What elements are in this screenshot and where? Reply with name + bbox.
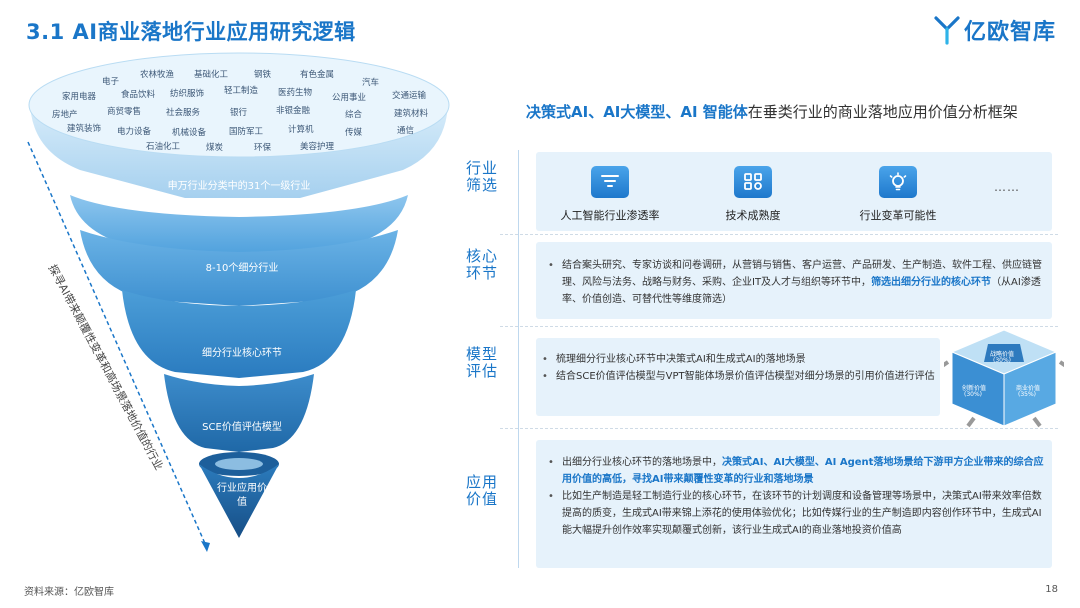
funnel-diagram: [27, 52, 450, 552]
industry-label: 电力设备: [117, 127, 152, 137]
funnel-layer-label: 8-10个细分行业: [205, 263, 279, 274]
model-bullets: 梳理细分行业核心环节中决策式AI和生成式AI的落地场景 结合SCE价值评估模型与…: [540, 351, 936, 385]
application-bullet: 比如生产制造是轻工制造行业的核心环节，在该环节的计划调度和设备管理等场景中，决策…: [546, 488, 1046, 539]
industry-label: 钢铁: [254, 70, 272, 80]
logo: 亿欧智库: [934, 14, 1056, 46]
industry-label: 机械设备: [172, 128, 207, 138]
industry-label: 综合: [345, 110, 363, 120]
industry-label: 煤炭: [206, 143, 224, 153]
section-divider: [500, 428, 1058, 429]
step-label-screening: 行业筛选: [466, 159, 499, 194]
industry-label: 传媒: [345, 128, 363, 138]
core-text: 结合案头研究、专家访谈和问卷调研，从营销与销售、客户运营、产品研发、生产制造、软…: [562, 260, 1042, 288]
cube-top-pct: (30%): [993, 357, 1012, 364]
cube-right-pct: (35%): [1018, 391, 1037, 398]
cube-left-label: 创新价值: [962, 385, 987, 392]
application-bullet: 出细分行业核心环节的落地场景中，决策式AI、AI大模型、AI Agent落地场景…: [546, 454, 1046, 488]
application-highlight: 决策式AI、AI大模型、AI Agent落地场景给下游甲方企业带来的综合应用价值…: [562, 457, 1044, 485]
industry-label: 社会服务: [166, 108, 201, 118]
industry-label: 家用电器: [62, 92, 97, 102]
section-divider: [500, 326, 1058, 327]
core-highlight: 筛选出细分行业的核心环节: [871, 277, 992, 288]
source-note: 资料来源：亿欧智库: [24, 587, 114, 598]
industry-label: 有色金属: [300, 70, 335, 80]
page-number: 18: [1045, 584, 1058, 595]
model-bullet: 梳理细分行业核心环节中决策式AI和生成式AI的落地场景: [540, 351, 936, 368]
criteria-label: 行业变革可能性: [859, 209, 937, 222]
industry-label: 农林牧渔: [140, 70, 175, 80]
funnel-layer-label: 申万行业分类中的31个一级行业: [167, 181, 311, 192]
filter-icon: [591, 166, 629, 198]
industry-label: 通信: [397, 126, 415, 136]
industry-label: 基础化工: [194, 70, 229, 80]
page-title: 3.1 AI商业落地行业应用研究逻辑: [26, 20, 356, 44]
framework-title-rest: 在垂类行业的商业落地应用价值分析框架: [747, 103, 1018, 121]
industry-label: 国防军工: [229, 127, 264, 137]
industry-label: 环保: [254, 143, 272, 153]
application-text: 出细分行业核心环节的落地场景中，: [562, 457, 722, 468]
industry-label: 计算机: [288, 125, 314, 135]
industry-label: 交通运输: [392, 91, 427, 101]
criteria-item: 人工智能行业渗透率: [558, 166, 662, 223]
criteria-label: 技术成熟度: [725, 209, 781, 222]
grid-icon: [734, 166, 772, 198]
funnel-layer-label: 行业应用价值: [217, 483, 267, 508]
criteria-label: 人工智能行业渗透率: [560, 209, 660, 222]
step-label-core: 核心环节: [466, 247, 499, 282]
logo-mark-icon: [934, 16, 960, 45]
industry-label: 非银金融: [276, 106, 311, 116]
step-label-application: 应用价值: [466, 473, 499, 508]
framework-title-highlight: 决策式AI、AI大模型、AI 智能体: [526, 103, 748, 121]
application-bullets: 出细分行业核心环节的落地场景中，决策式AI、AI大模型、AI Agent落地场景…: [546, 454, 1046, 539]
industry-label: 电子: [102, 77, 120, 87]
more-criteria: ……: [994, 180, 1020, 194]
cube-top-label: 战略价值: [990, 351, 1015, 358]
industry-label: 医药生物: [278, 88, 313, 98]
industry-label: 房地产: [52, 110, 78, 120]
criteria-item: 行业变革可能性: [848, 166, 948, 223]
model-bullet: 结合SCE价值评估模型与VPT智能体场景价值评估模型对细分场景的引用价值进行评估: [540, 368, 936, 385]
section-divider: [500, 234, 1058, 235]
industry-label: 汽车: [362, 78, 380, 88]
industry-label: 美容护理: [300, 142, 335, 152]
core-bullet: 结合案头研究、专家访谈和问卷调研，从营销与销售、客户运营、产品研发、生产制造、软…: [546, 257, 1046, 308]
industry-label: 建筑材料: [394, 109, 429, 119]
industry-label: 银行: [230, 108, 248, 118]
lightbulb-icon: [879, 166, 917, 198]
industry-label: 建筑装饰: [67, 124, 102, 134]
industry-label: 轻工制造: [224, 86, 259, 96]
criteria-item: 技术成熟度: [708, 166, 798, 223]
industry-label: 纺织服饰: [170, 89, 205, 99]
industry-label: 食品饮料: [121, 90, 156, 100]
industry-label: 商贸零售: [107, 107, 142, 117]
framework-title: 决策式AI、AI大模型、AI 智能体在垂类行业的商业落地应用价值分析框架: [526, 101, 1018, 122]
core-bullets: 结合案头研究、专家访谈和问卷调研，从营销与销售、客户运营、产品研发、生产制造、软…: [546, 257, 1046, 308]
cube-right-label: 商业价值: [1016, 385, 1041, 392]
funnel-layer-label: 细分行业核心环节: [202, 348, 282, 359]
industry-label: 公用事业: [332, 93, 367, 103]
industry-label: 石油化工: [146, 142, 181, 152]
evaluation-model-cube: [944, 329, 1064, 428]
step-label-model: 模型评估: [466, 345, 499, 380]
step-divider-line: [518, 150, 519, 568]
funnel-layer-label: SCE价值评估模型: [202, 422, 282, 433]
cube-left-pct: (30%): [964, 391, 983, 398]
logo-text: 亿欧智库: [963, 20, 1056, 45]
core-tail: （从AI渗透率、价值创造、可替代性等维度筛选）: [562, 277, 1041, 305]
